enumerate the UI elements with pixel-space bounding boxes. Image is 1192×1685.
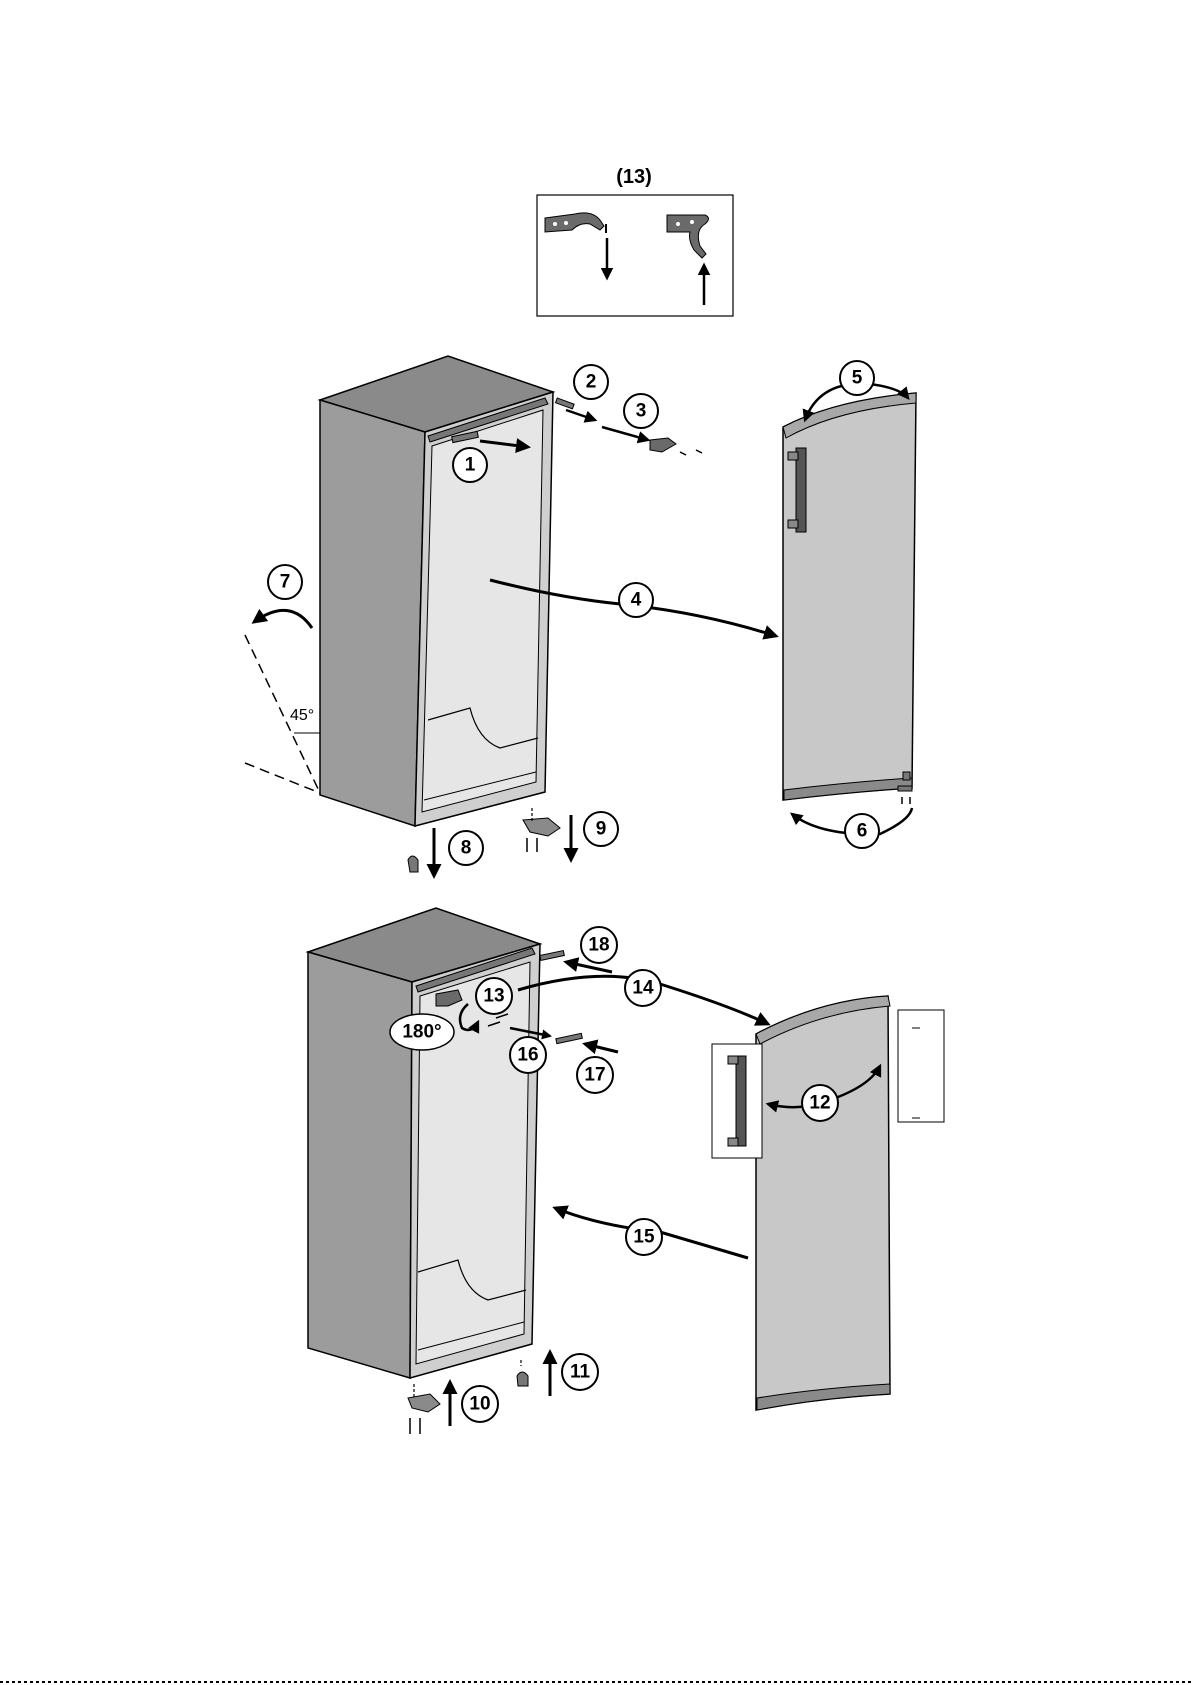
bottom-hinge-refit-icon: [408, 1382, 450, 1434]
svg-text:18: 18: [588, 935, 609, 956]
svg-text:14: 14: [632, 978, 654, 999]
angle-label: 45°: [290, 707, 314, 724]
svg-text:13: 13: [483, 986, 504, 1007]
step-badge-14: 14: [625, 970, 661, 1006]
svg-text:10: 10: [469, 1394, 490, 1415]
cabinet-bottom-scene: 180°: [308, 908, 768, 1434]
door-handle-2: [736, 1056, 746, 1146]
svg-text:11: 11: [570, 1362, 591, 1383]
step-badge-8: 8: [449, 831, 483, 865]
svg-text:2: 2: [586, 372, 597, 393]
svg-text:7: 7: [280, 572, 291, 593]
svg-text:6: 6: [857, 821, 868, 842]
step-badge-12: 12: [802, 1085, 838, 1121]
step-badge-18: 18: [581, 927, 617, 963]
step-badge-1: 1: [453, 448, 487, 482]
removed-door: [783, 384, 916, 835]
svg-text:15: 15: [633, 1227, 655, 1248]
cabinet-top-scene: 45°: [245, 356, 776, 876]
plug-panel: [898, 1010, 944, 1122]
cover-strip-refit-icon: [556, 1033, 618, 1052]
cabinet-side-panel: [320, 400, 425, 826]
svg-text:1: 1: [465, 455, 476, 476]
hinge-inset: (13): [537, 166, 733, 316]
svg-text:5: 5: [852, 368, 863, 389]
svg-text:3: 3: [636, 401, 647, 422]
step-badge-5: 5: [840, 361, 874, 395]
svg-text:8: 8: [461, 838, 472, 859]
step-badge-15: 15: [626, 1219, 662, 1255]
svg-text:17: 17: [584, 1065, 605, 1086]
step-badge-7: 7: [268, 565, 302, 599]
bottom-hinge-icon: [523, 808, 571, 860]
step-badge-4: 4: [619, 583, 653, 617]
step-badge-2: 2: [574, 365, 608, 399]
step-badge-9: 9: [584, 812, 618, 846]
step-badge-16: 16: [510, 1037, 546, 1073]
step-badge-3: 3: [624, 394, 658, 428]
bottom-foot-refit-icon: [517, 1352, 550, 1396]
inset-title: (13): [616, 166, 652, 188]
tilt-indicator: 45°: [245, 610, 320, 793]
refit-door: [712, 996, 944, 1410]
bottom-foot-icon: [408, 828, 434, 876]
svg-text:12: 12: [809, 1093, 830, 1114]
step-badge-17: 17: [577, 1057, 613, 1093]
rotation-label: 180°: [402, 1022, 441, 1043]
step-badge-6: 6: [845, 814, 879, 848]
svg-text:9: 9: [596, 819, 607, 840]
cabinet-side-panel-2: [308, 952, 412, 1378]
svg-text:16: 16: [517, 1045, 538, 1066]
step-badge-13: 13: [476, 978, 512, 1014]
step-badge-10: 10: [462, 1386, 498, 1422]
door-handle: [796, 448, 806, 532]
step-badge-11: 11: [562, 1354, 598, 1390]
svg-text:4: 4: [631, 590, 642, 611]
